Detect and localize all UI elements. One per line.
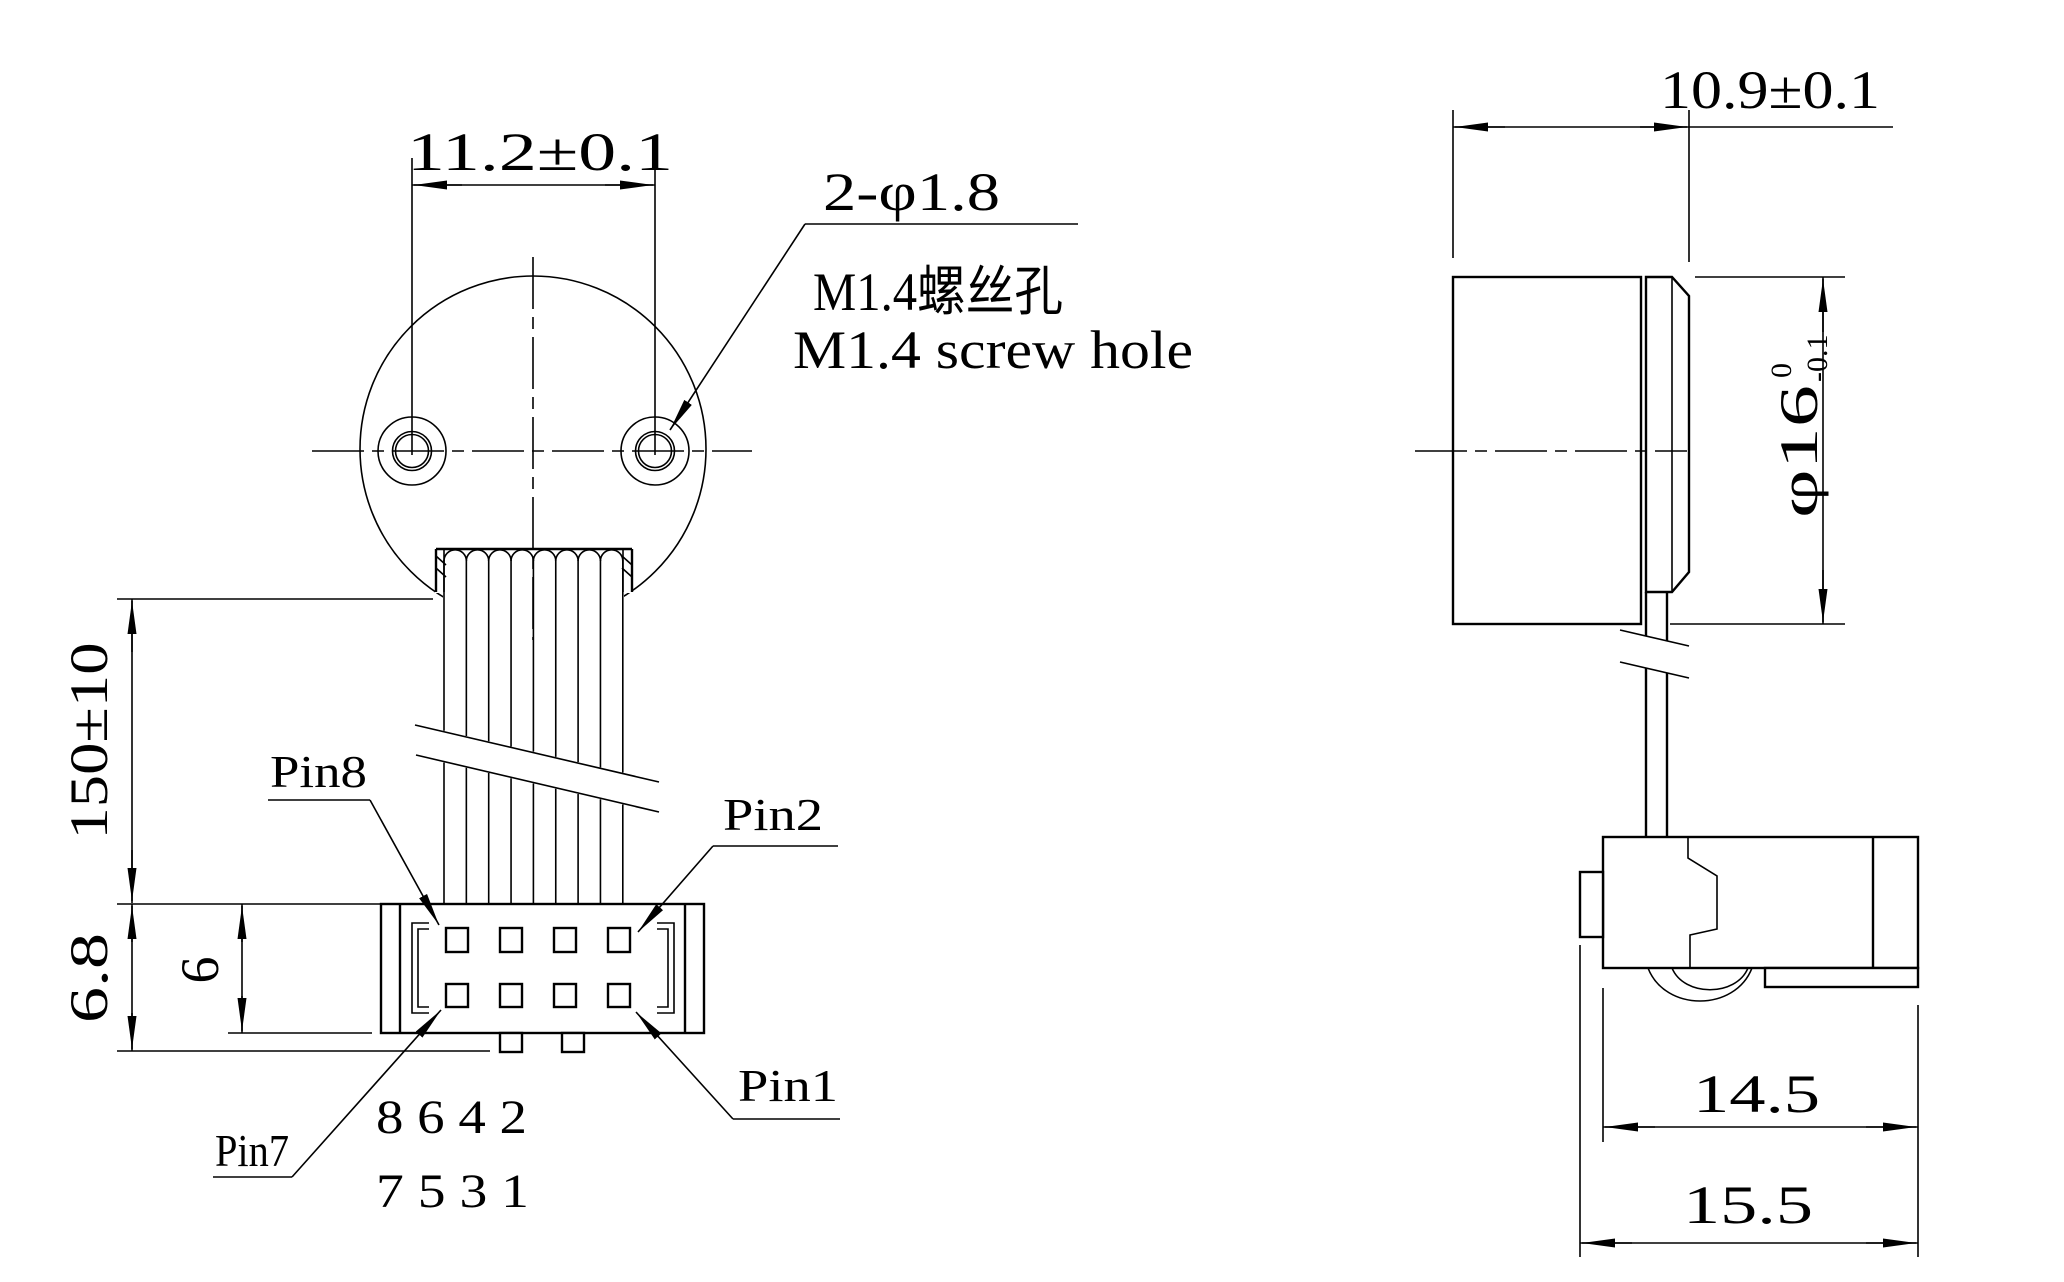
pin-label-pin2: Pin2: [637, 789, 838, 933]
dim-cable-length-text: 150±10: [59, 643, 119, 840]
dim-connector-height-body-text: 6: [170, 957, 230, 984]
dim-diameter-upper-tol-text: 0: [1765, 363, 1798, 378]
ribbon-cable: [414, 547, 660, 904]
key-bracket-right: [657, 922, 675, 1014]
mount-tab-left: [498, 1031, 524, 1054]
side-tab: [1578, 870, 1605, 939]
dim-connector-height-body: 6: [170, 904, 372, 1034]
cable-side: [1619, 592, 1690, 837]
dim-cable-length: 150±10: [59, 598, 433, 905]
pin-square: [606, 926, 632, 954]
svg-text:Pin7: Pin7: [215, 1125, 289, 1176]
dim-diameter-main-text: φ16: [1769, 385, 1829, 518]
connector-front: [379, 902, 706, 1054]
dim-body-length: 10.9±0.1: [1452, 60, 1893, 262]
dim-diameter-lower-tol-text: -0.1: [1801, 335, 1834, 383]
dim-connector-width-inner-text: 14.5: [1693, 1064, 1820, 1124]
callout-screw-hole: 2-φ1.8 M1.4螺丝孔 M1.4 screw hole: [669, 162, 1193, 431]
cable-bend-inner: [1671, 967, 1749, 991]
mount-tab-right: [560, 1031, 586, 1054]
bottom-plate: [1763, 966, 1920, 989]
pin-label-pin8: Pin8: [268, 746, 440, 926]
pin-square: [444, 926, 470, 954]
cable-break-front: [414, 724, 660, 813]
clamp-hatch-right: [621, 555, 633, 578]
pin-label-pin7: Pin7: [213, 1009, 442, 1178]
pin-label-pin1: Pin1: [635, 1011, 840, 1120]
pin-square: [552, 982, 578, 1009]
key-bracket-left-inner: [417, 928, 429, 1008]
dim-body-diameter: φ16 0 -0.1: [1670, 276, 1845, 625]
svg-text:Pin8: Pin8: [270, 746, 367, 797]
pin-numbers-top-row: 8 6 4 2: [376, 1091, 527, 1144]
pin-numbers-bottom-row: 7 5 3 1: [376, 1165, 529, 1218]
dim-hole-spacing-text: 11.2±0.1: [407, 122, 673, 182]
side-view: 10.9±0.1 φ16 0 -0.1 14.5: [1415, 60, 1920, 1257]
pin-square: [552, 926, 578, 954]
dim-connector-width-outer: 15.5: [1579, 945, 1919, 1257]
cable-bend-outer: [1647, 967, 1753, 1002]
connector-side: [1578, 835, 1920, 1002]
dim-connector-width-outer-text: 15.5: [1683, 1175, 1813, 1235]
latch-profile: [1687, 837, 1718, 968]
pin-square: [498, 982, 524, 1009]
pin-square: [606, 982, 632, 1009]
dim-connector-height-total-text: 6.8: [59, 933, 119, 1023]
svg-text:Pin1: Pin1: [738, 1060, 838, 1111]
front-view: 11.2±0.1 2-φ1.8 M1.4螺丝孔 M1.4 screw hole …: [59, 122, 1193, 1218]
callout-holes-text: 2-φ1.8: [823, 162, 1000, 222]
wire-scallops: [443, 549, 624, 562]
pin-square: [498, 926, 524, 954]
dim-connector-width-inner: 14.5: [1602, 988, 1919, 1142]
pin-contacts: [444, 926, 632, 1009]
dim-body-length-text: 10.9±0.1: [1660, 60, 1880, 120]
note-screw-en-text: M1.4 screw hole: [793, 320, 1193, 380]
pin-square: [444, 982, 470, 1009]
dim-hole-spacing: 11.2±0.1: [407, 122, 673, 455]
dim-connector-height-total: 6.8: [59, 904, 490, 1052]
note-screw-cn-text: M1.4螺丝孔: [813, 262, 1063, 322]
svg-text:Pin2: Pin2: [723, 789, 823, 840]
